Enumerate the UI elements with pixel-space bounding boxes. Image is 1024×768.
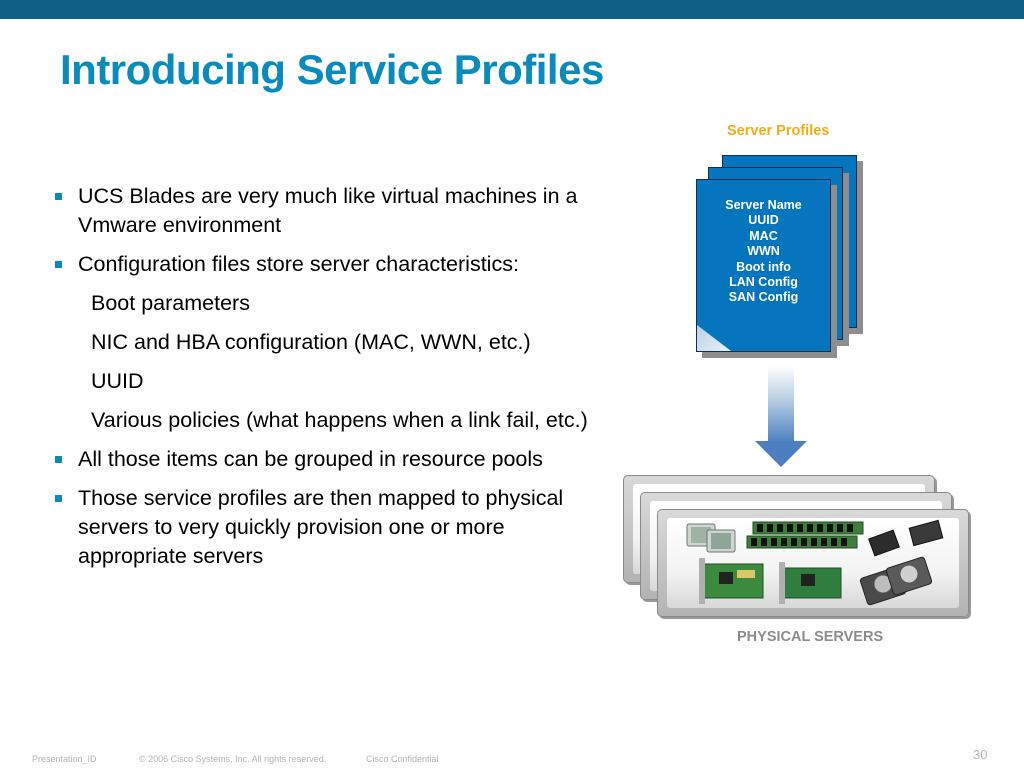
profile-field-mac: MAC: [749, 228, 778, 243]
hard-drive-icon: [859, 556, 933, 606]
memory-module-icon: [746, 521, 864, 549]
footer-presentation-id: Presentation_ID: [32, 754, 97, 764]
bullet-square-icon: [55, 456, 62, 463]
chip-icon: [868, 519, 944, 557]
sub-bullet-item: Boot parameters: [52, 289, 612, 318]
bullet-text: All those items can be grouped in resour…: [78, 447, 543, 471]
sub-bullet-text: Boot parameters: [91, 291, 250, 315]
server-board-surface: [667, 518, 959, 608]
sub-bullet-item: Various policies (what happens when a li…: [52, 406, 612, 435]
bullet-text: Configuration files store server charact…: [78, 252, 519, 276]
page-number: 30: [973, 747, 988, 762]
network-card-icon: [699, 558, 842, 604]
profile-document-front: Server Name UUID MAC WWN Boot info LAN C…: [696, 179, 831, 352]
bullet-list: UCS Blades are very much like virtual ma…: [52, 182, 612, 581]
profile-field-lan-config: LAN Config: [729, 275, 798, 290]
profile-field-uuid: UUID: [748, 213, 779, 228]
profile-field-boot-info: Boot info: [736, 259, 791, 274]
profile-field-san-config: SAN Config: [728, 290, 799, 305]
server-board-front: [657, 509, 969, 617]
profile-fields: Server Name UUID MAC WWN Boot info LAN C…: [697, 198, 830, 306]
bullet-item: UCS Blades are very much like virtual ma…: [52, 182, 612, 240]
sub-bullet-text: Various policies (what happens when a li…: [91, 408, 588, 432]
footer-copyright: © 2006 Cisco Systems, Inc. All rights re…: [139, 754, 327, 764]
top-bar: [0, 0, 1024, 19]
page-fold-icon: [697, 325, 731, 351]
sub-bullet-item: UUID: [52, 367, 612, 396]
hardware-components-icon: [686, 519, 944, 606]
server-profiles-label: Server Profiles: [727, 123, 830, 139]
bullet-item: Those service profiles are then mapped t…: [52, 484, 612, 571]
profile-field-server-name: Server Name: [725, 198, 802, 212]
footer-confidential: Cisco Confidential: [366, 754, 439, 764]
bullet-square-icon: [55, 495, 62, 502]
bullet-text: UCS Blades are very much like virtual ma…: [78, 184, 578, 237]
bullet-item: Configuration files store server charact…: [52, 250, 612, 279]
sub-bullet-item: NIC and HBA configuration (MAC, WWN, etc…: [52, 328, 612, 357]
sub-bullet-text: NIC and HBA configuration (MAC, WWN, etc…: [91, 330, 531, 354]
cpu-icon: [686, 523, 736, 553]
physical-servers-label: PHYSICAL SERVERS: [737, 629, 884, 645]
bullet-square-icon: [55, 193, 62, 200]
slide-title: Introducing Service Profiles: [60, 46, 604, 93]
sub-bullet-text: UUID: [91, 369, 144, 393]
down-arrow-shaft: [768, 366, 794, 442]
bullet-item: All those items can be grouped in resour…: [52, 445, 612, 474]
bullet-text: Those service profiles are then mapped t…: [78, 486, 564, 568]
bullet-square-icon: [55, 261, 62, 268]
down-arrow-icon: [755, 441, 807, 467]
profile-field-wwn: WWN: [747, 244, 780, 259]
